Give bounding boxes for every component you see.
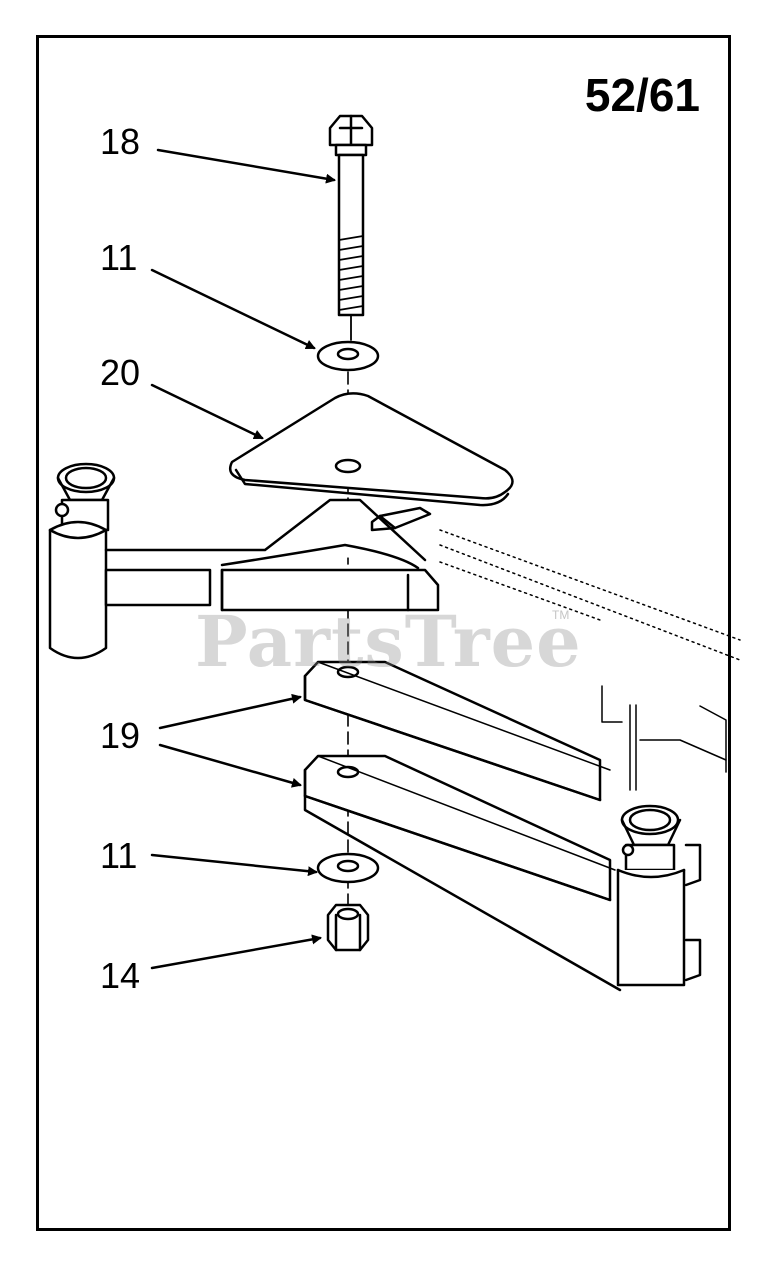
leader-19-a <box>158 693 302 730</box>
right-pivot-column <box>616 804 702 987</box>
plate-20 <box>228 392 514 507</box>
bolt-18 <box>328 114 374 341</box>
leader-18 <box>156 148 336 184</box>
watermark-trademark: TM <box>552 608 570 622</box>
leader-lines <box>150 148 336 970</box>
watermark-text: PartsTree <box>195 600 582 683</box>
support-arm <box>104 498 440 612</box>
leader-19-b <box>158 743 302 788</box>
leader-20 <box>150 383 264 440</box>
callout-20: 20 <box>100 352 141 393</box>
washer-11-bottom <box>316 852 380 884</box>
callout-19: 19 <box>100 715 141 756</box>
model-label: 52/61 <box>584 69 700 121</box>
spacer-bar-19-upper <box>303 660 611 802</box>
washer-11-top <box>316 340 380 372</box>
leader-11-bottom <box>150 853 318 877</box>
callout-11-top: 11 <box>100 237 138 278</box>
diagram-frame <box>36 35 731 1231</box>
callout-18: 18 <box>100 121 141 162</box>
background-frame <box>439 529 741 791</box>
nut-14 <box>326 903 370 952</box>
spacer-bar-19-lower <box>303 754 622 992</box>
leader-11-top <box>150 268 316 350</box>
callout-14: 14 <box>100 955 141 996</box>
callout-11-bottom: 11 <box>100 835 138 876</box>
leader-14 <box>150 934 322 970</box>
left-pivot-column <box>48 462 116 660</box>
